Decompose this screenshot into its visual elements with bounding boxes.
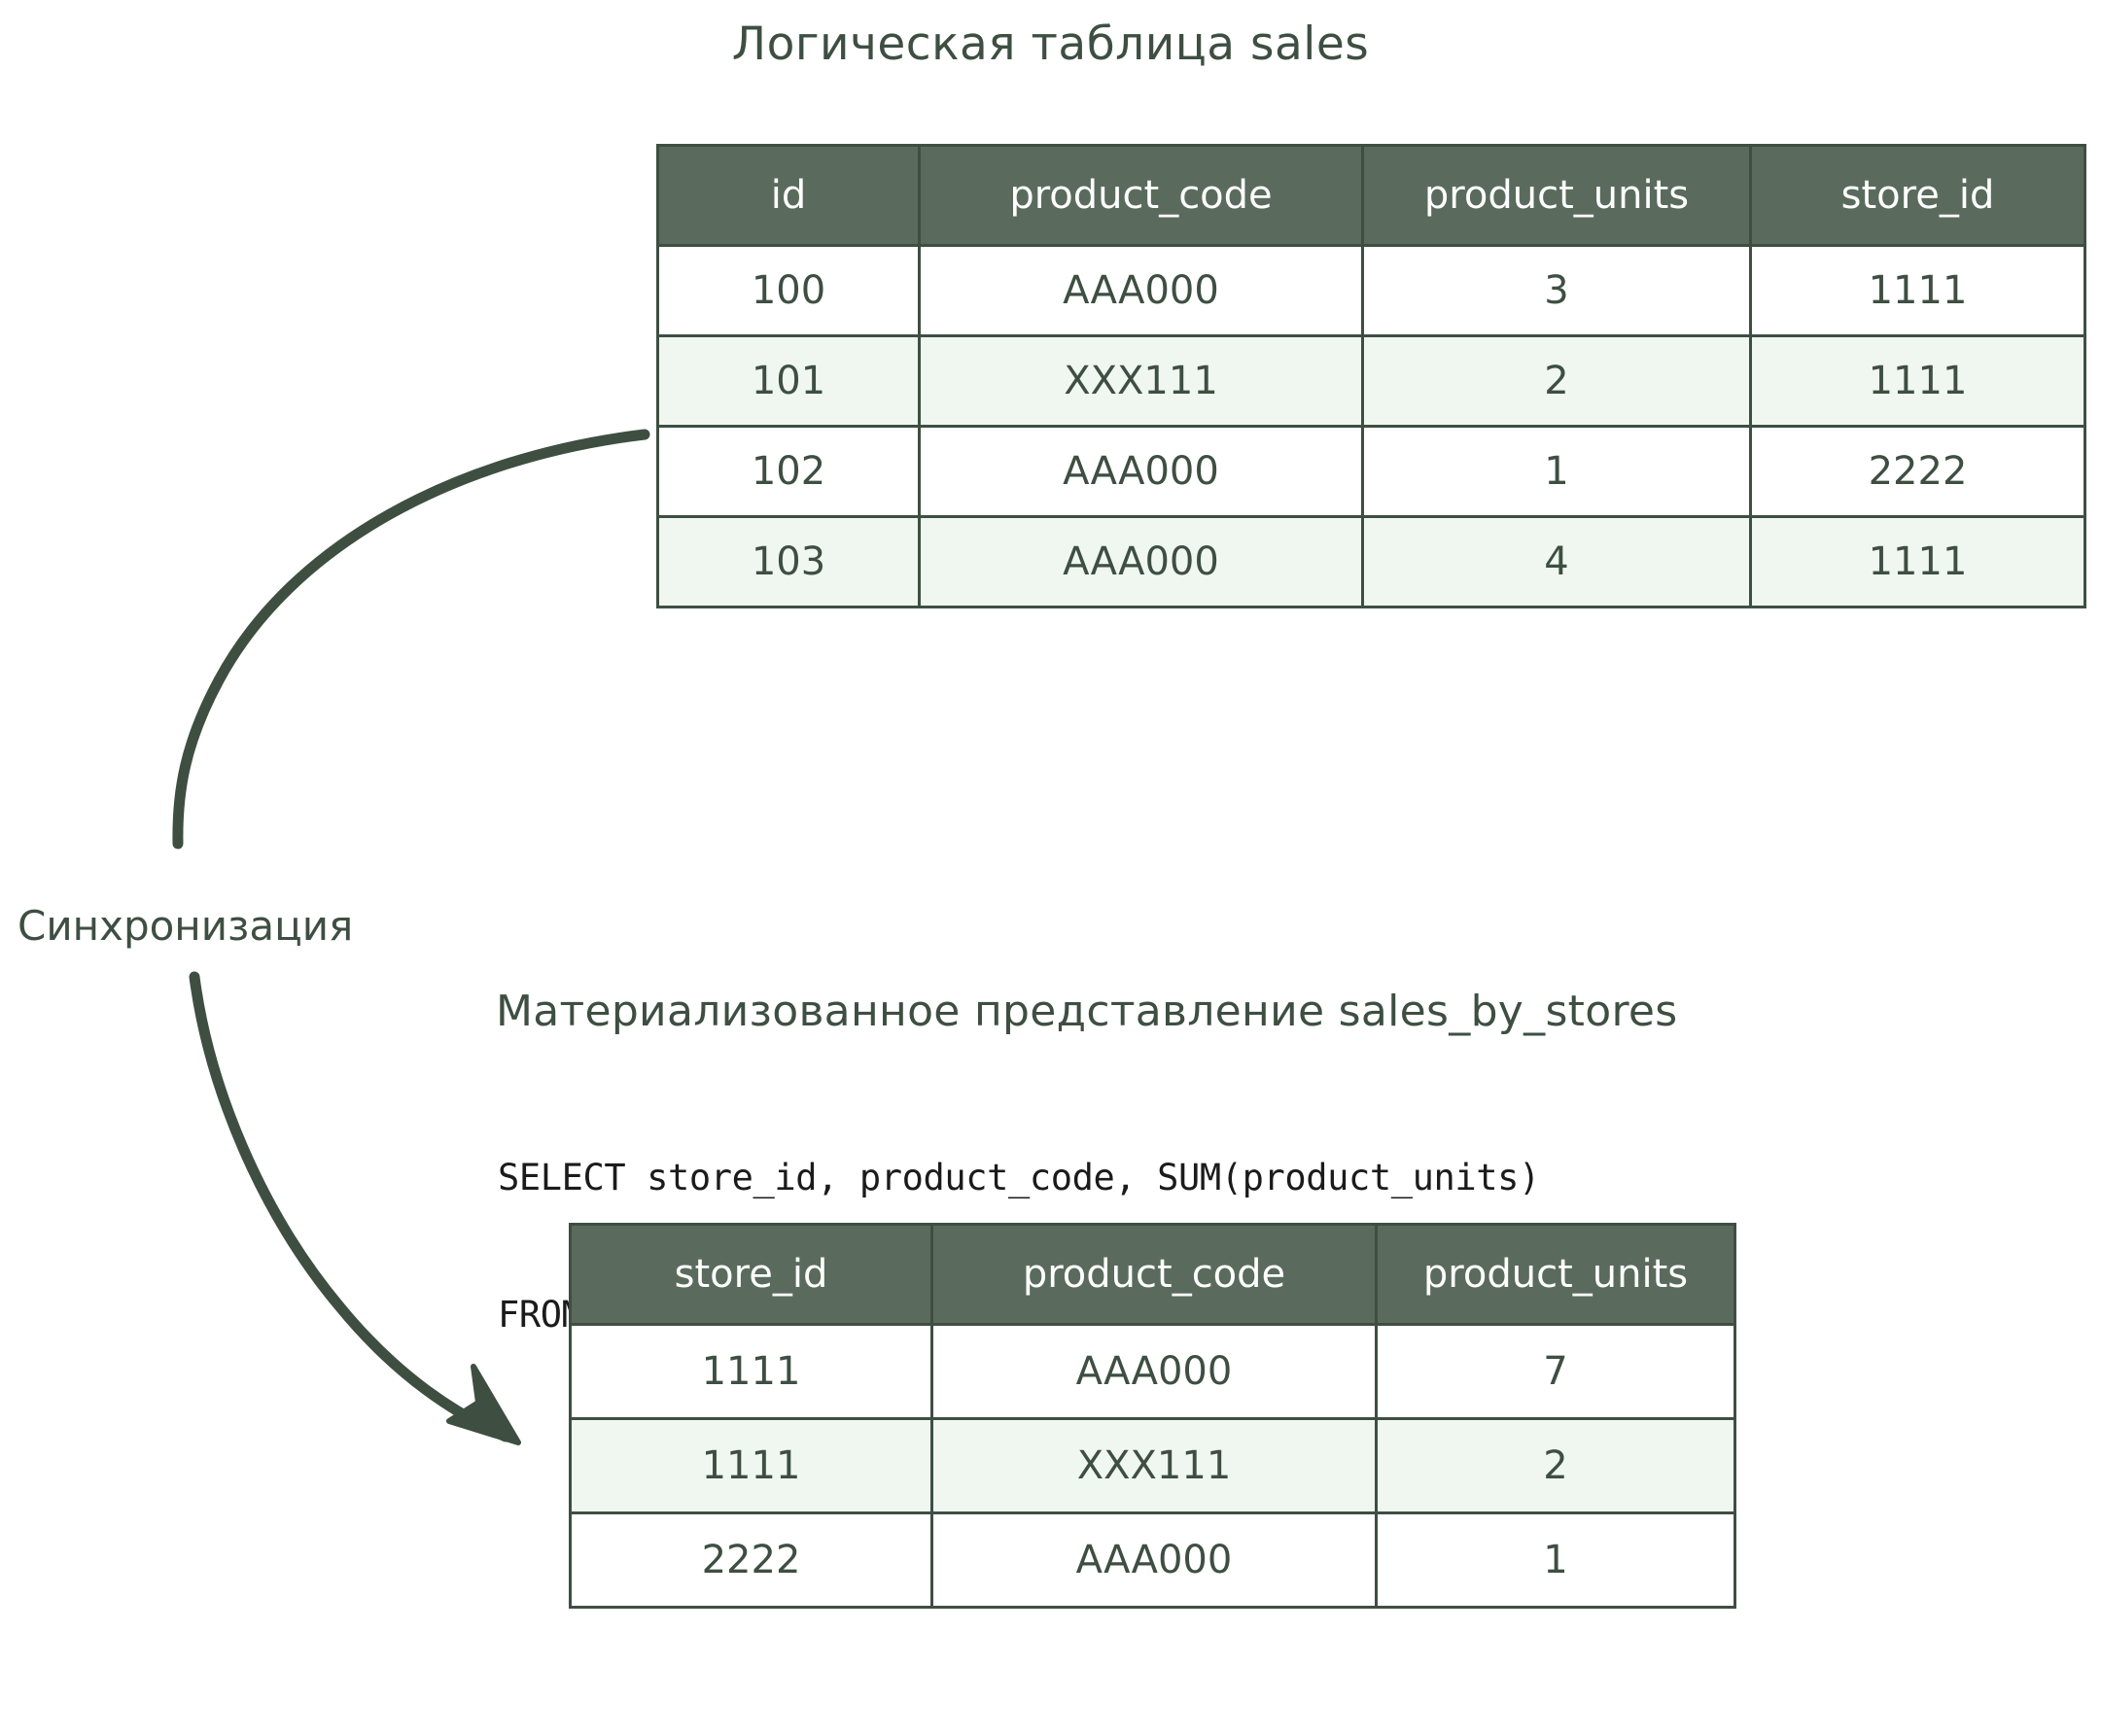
cell-store-id: 1111	[1749, 334, 2086, 428]
cell-product-code: AAA000	[918, 425, 1364, 518]
cell-product-code: AAA000	[918, 244, 1364, 337]
cell-id: 102	[656, 425, 921, 518]
table-row: 1111 AAA000 7	[569, 1323, 1736, 1420]
column-header-product-units: product_units	[1361, 144, 1752, 247]
cell-id: 101	[656, 334, 921, 428]
table-row: 100 AAA000 3 1111	[656, 244, 2086, 337]
cell-id: 100	[656, 244, 921, 337]
table-header-row: id product_code product_units store_id	[656, 144, 2086, 247]
column-header-product-units: product_units	[1375, 1223, 1736, 1326]
sql-line-select: SELECT store_id, product_code, SUM(produ…	[498, 1156, 1540, 1198]
table-row: 103 AAA000 4 1111	[656, 515, 2086, 608]
cell-product-code: XXX111	[918, 334, 1364, 428]
cell-product-units: 4	[1361, 515, 1752, 608]
page-title-logical-table: Логическая таблица sales	[731, 17, 1370, 71]
column-header-product-code: product_code	[918, 144, 1364, 247]
cell-product-units: 2	[1361, 334, 1752, 428]
cell-store-id: 1111	[569, 1417, 933, 1514]
cell-store-id: 2222	[1749, 425, 2086, 518]
table-row: 2222 AAA000 1	[569, 1511, 1736, 1609]
table-header-row: store_id product_code product_units	[569, 1223, 1736, 1326]
cell-product-units: 3	[1361, 244, 1752, 337]
cell-product-units: 7	[1375, 1323, 1736, 1420]
cell-product-code: AAA000	[930, 1511, 1378, 1609]
cell-store-id: 1111	[1749, 515, 2086, 608]
cell-product-code: AAA000	[930, 1323, 1378, 1420]
column-header-product-code: product_code	[930, 1223, 1378, 1326]
cell-product-units: 1	[1375, 1511, 1736, 1609]
cell-store-id: 1111	[1749, 244, 2086, 337]
materialized-view-table: store_id product_code product_units 1111…	[569, 1223, 1736, 1609]
column-header-id: id	[656, 144, 921, 247]
cell-id: 103	[656, 515, 921, 608]
cell-store-id: 1111	[569, 1323, 933, 1420]
table-row: 1111 XXX111 2	[569, 1417, 1736, 1514]
cell-product-units: 1	[1361, 425, 1752, 518]
logical-table-sales: id product_code product_units store_id 1…	[656, 144, 2086, 608]
table-row: 102 AAA000 1 2222	[656, 425, 2086, 518]
column-header-store-id: store_id	[1749, 144, 2086, 247]
table-row: 101 XXX111 2 1111	[656, 334, 2086, 428]
cell-store-id: 2222	[569, 1511, 933, 1609]
page-title-materialized-view: Материализованное представление sales_by…	[496, 987, 1678, 1036]
cell-product-code: XXX111	[930, 1417, 1378, 1514]
column-header-store-id: store_id	[569, 1223, 933, 1326]
cell-product-units: 2	[1375, 1417, 1736, 1514]
cell-product-code: AAA000	[918, 515, 1364, 608]
sync-label: Синхронизация	[18, 902, 354, 950]
